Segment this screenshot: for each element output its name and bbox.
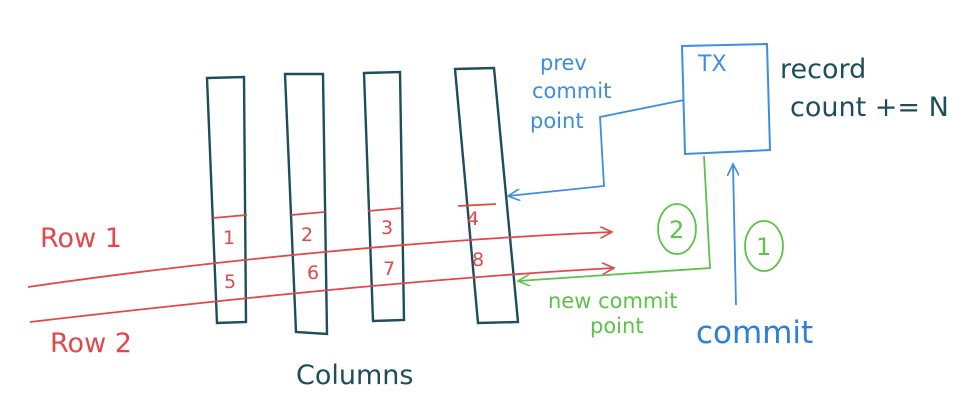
row2-arrow (29, 268, 614, 323)
row1-separator-col4 (457, 203, 497, 207)
row1-label: Row 1 (40, 223, 122, 254)
column-3 (362, 70, 406, 323)
step1-connector (733, 164, 736, 306)
cell-row2-col1: 5 (224, 271, 236, 293)
cell-values: 1 2 3 4 5 6 7 8 (223, 208, 484, 293)
column-4 (453, 66, 520, 325)
row-separators (212, 203, 497, 219)
tx-label: TX (697, 52, 727, 77)
cell-row1-col3: 3 (381, 217, 393, 239)
row1-separator-col3 (367, 207, 403, 212)
column-2 (283, 72, 329, 336)
row1-separator-col1 (212, 214, 248, 219)
step2-number: 2 (669, 216, 684, 244)
prev-commit-connector (508, 99, 685, 196)
step2-connector (518, 155, 711, 281)
record-note-line1: record (780, 54, 866, 85)
row1-arrow (27, 232, 612, 288)
cell-row2-col3: 7 (383, 258, 395, 280)
step1-number: 1 (756, 233, 771, 261)
prev-commit-line2: commit (532, 79, 611, 103)
commit-label: commit (696, 315, 813, 351)
tx-box (680, 42, 772, 156)
cell-row1-col1: 1 (223, 227, 235, 249)
row1-separator-col2 (290, 211, 326, 216)
new-commit-line1: new commit (548, 289, 677, 313)
step1-circle (744, 220, 784, 272)
step2-circle (657, 203, 697, 255)
cell-row2-col4: 8 (472, 249, 484, 271)
column-group (205, 66, 520, 336)
new-commit-line2: point (590, 314, 644, 338)
cell-row1-col2: 2 (301, 224, 313, 246)
cell-row2-col2: 6 (307, 262, 319, 284)
column-1 (205, 75, 248, 325)
columns-label: Columns (296, 360, 413, 391)
prev-commit-line3: point (530, 109, 584, 133)
prev-commit-line1: prev (540, 51, 587, 75)
record-note-line2: count += N (790, 92, 949, 123)
row2-label: Row 2 (50, 328, 132, 359)
cell-row1-col4: 4 (467, 208, 479, 230)
